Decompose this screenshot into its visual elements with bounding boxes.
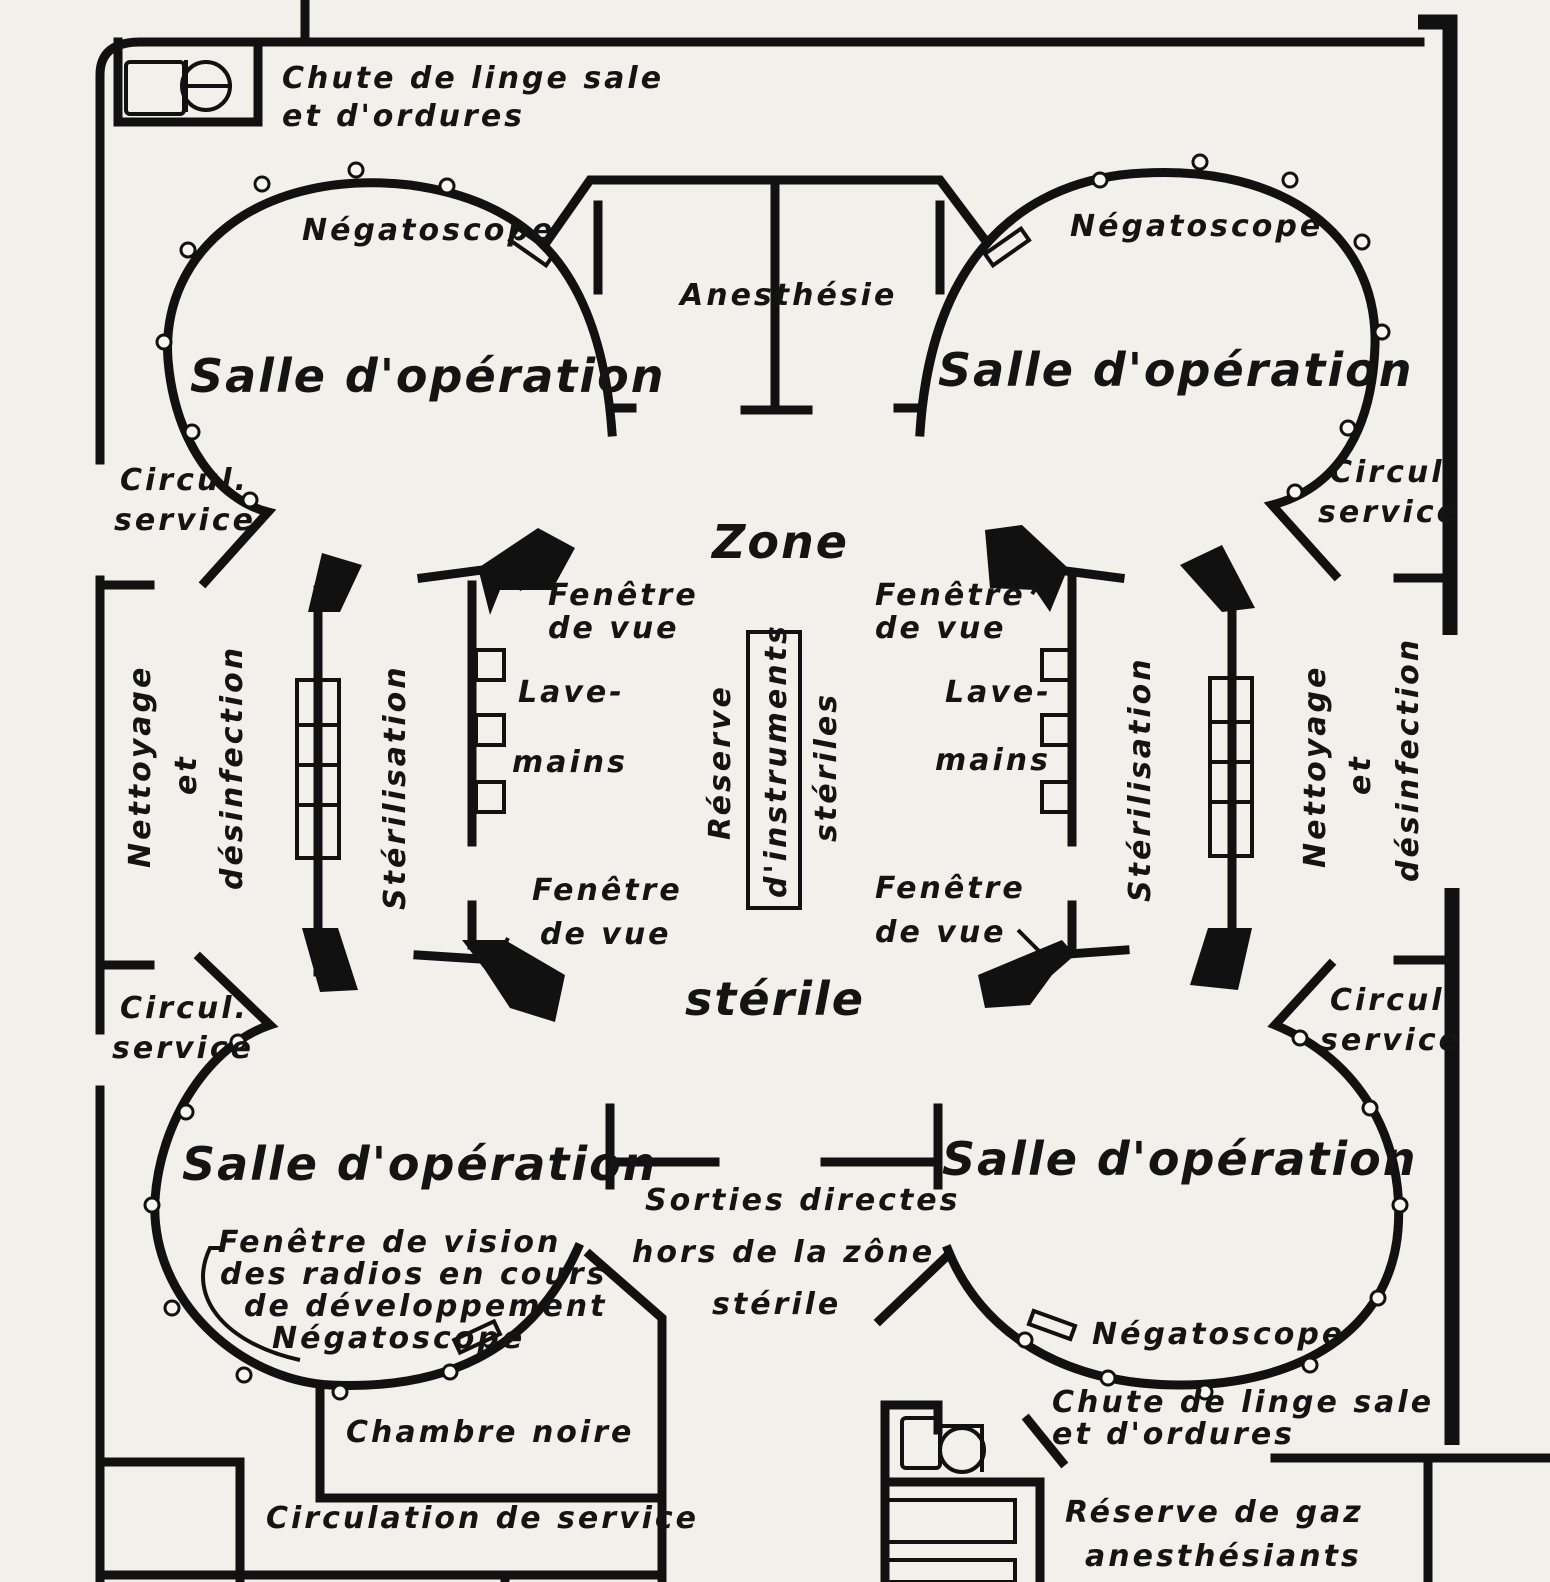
sorties-1: Sorties directes (645, 1183, 961, 1218)
chute-top-line2: et d'ordures (282, 99, 525, 134)
fenetre-tr-1: Fenêtre (875, 578, 1026, 613)
darkroom-walls (95, 1248, 667, 1582)
negatoscope-br: Négatoscope (1092, 1317, 1345, 1352)
reserve-instr-2: d'instruments (759, 623, 794, 898)
fenetre-bl-2: de vue (540, 917, 672, 952)
nettoyage-r-1: Nettoyage (1298, 665, 1333, 868)
reserve-instr-3: stériles (809, 692, 844, 842)
arrow-marks (496, 568, 1050, 959)
salle-br: Salle d'opération (942, 1132, 1418, 1186)
negatoscope-icon (1026, 1308, 1078, 1342)
salle-bl: Salle d'opération (182, 1137, 658, 1191)
zone-label: Zone (710, 515, 849, 569)
chute-shaft-top (113, 37, 263, 127)
negatoscope-tl: Négatoscope (302, 213, 555, 248)
chute-top-line1: Chute de linge sale (282, 61, 664, 96)
chambre-noire: Chambre noire (346, 1415, 634, 1450)
fenetre-tl-1: Fenêtre (548, 578, 699, 613)
sterile-label: stérile (685, 972, 865, 1026)
chute-bottom-2: et d'ordures (1052, 1417, 1295, 1452)
nettoyage-l-1: Nettoyage (123, 665, 158, 868)
salle-tr: Salle d'opération (938, 343, 1414, 397)
sterilisation-unit-right (1180, 545, 1255, 990)
operating-room-bottom-right (942, 958, 1409, 1401)
circul-bl-1: Circul. (120, 991, 249, 1026)
fenetre-tr-2: de vue (875, 611, 1007, 646)
negatoscope-tr: Négatoscope (1070, 209, 1323, 244)
fenetre-tl-2: de vue (548, 611, 680, 646)
circul-tr-2: service (1318, 495, 1460, 530)
fenetre-br-2: de vue (875, 915, 1007, 950)
anesthesia-room (541, 175, 992, 415)
circul-tr-1: Circul. (1330, 455, 1459, 490)
circul-br-1: Circul. (1330, 983, 1459, 1018)
circulation-service: Circulation de service (266, 1501, 699, 1536)
fenetre-br-1: Fenêtre (875, 871, 1026, 906)
operating-room-top-right (893, 153, 1391, 582)
sterilisation-unit-left (295, 553, 362, 992)
sterilisation-r: Stérilisation (1123, 656, 1158, 902)
sorties-2: hors de la zône (632, 1235, 935, 1270)
chute-bottom-1: Chute de linge sale (1052, 1385, 1434, 1420)
reserve-gaz-2: anesthésiants (1085, 1539, 1362, 1574)
circul-bl-2: service (112, 1031, 254, 1066)
nettoyage-l-2: et (169, 754, 204, 795)
vision-4: Négatoscope (272, 1321, 525, 1356)
right-wall-stubs (1393, 573, 1457, 965)
outer-walls (95, 0, 1550, 1582)
vision-1: Fenêtre de vision (218, 1225, 561, 1260)
nettoyage-l-3: désinfection (215, 645, 250, 890)
lave-l-2: mains (512, 745, 628, 780)
circul-br-2: service (1320, 1023, 1462, 1058)
exit-partitions (605, 1103, 943, 1190)
fenetre-bl-1: Fenêtre (532, 873, 683, 908)
circul-tl-2: service (114, 503, 256, 538)
negatoscope-icon (507, 225, 557, 269)
vision-2: des radios en cours (220, 1257, 607, 1292)
nettoyage-r-3: désinfection (1391, 637, 1426, 882)
lave-r-2: mains (935, 743, 1051, 778)
sorties-3: stérile (712, 1287, 841, 1322)
washbasin-wall-right (978, 525, 1130, 1008)
labels: Chute de linge sale et d'ordures Négatos… (112, 61, 1462, 1574)
lave-r-1: Lave- (945, 675, 1052, 710)
vision-3: de développement (244, 1289, 607, 1324)
reserve-gaz-1: Réserve de gaz (1065, 1495, 1364, 1530)
circul-tl-1: Circul. (120, 463, 249, 498)
nettoyage-r-2: et (1343, 754, 1378, 795)
sterilisation-l: Stérilisation (378, 664, 413, 910)
reserve-instruments-box (746, 630, 802, 910)
negatoscope-icon (451, 1318, 503, 1356)
left-wall-stubs (95, 580, 245, 1582)
washbasin-wall-left (413, 528, 575, 1022)
operating-room-bottom-left (143, 951, 584, 1401)
reserve-instr-1: Réserve (703, 684, 738, 840)
salle-tl: Salle d'opération (190, 349, 666, 403)
lave-l-1: Lave- (518, 675, 625, 710)
negatoscope-icon (982, 225, 1032, 269)
operating-room-top-left (155, 161, 637, 589)
chute-shaft-bottom (873, 1251, 1069, 1582)
anesthesie-label: Anesthésie (678, 278, 897, 313)
